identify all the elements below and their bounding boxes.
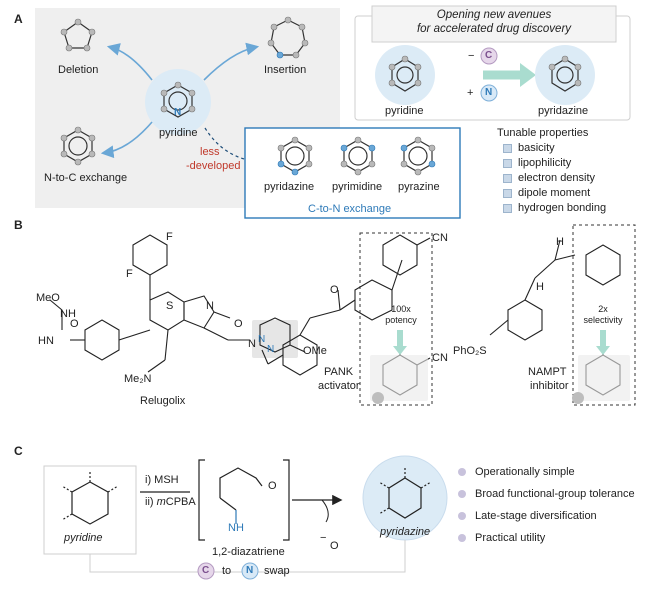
relugolix-s: S [166, 300, 174, 312]
label-pyrimidine-a: pyrimidine [332, 181, 383, 193]
hero-pyridazine-bubble [535, 45, 595, 105]
reagent-step-2: ii) mCPBA [145, 496, 196, 508]
panel-label-b: B [14, 218, 23, 232]
label-insertion: Insertion [264, 64, 307, 76]
nampt-h2: H [556, 236, 564, 248]
label-pyrazine-a: pyrazine [398, 181, 440, 193]
diazatriene-o: O [268, 480, 277, 492]
plus-n-circle [480, 84, 498, 102]
minus-c-circle [480, 47, 498, 65]
prop-dipole-moment: dipole moment [503, 187, 606, 202]
pank-o: O [330, 284, 339, 296]
relugolix-hn: HN [38, 335, 54, 347]
bracket-left [198, 459, 205, 541]
relugolix-pyridazine-highlight [252, 320, 298, 358]
benefits-list: Operationally simple Broad functional-gr… [458, 466, 635, 554]
relugolix-f1: F [166, 231, 173, 243]
prop-hydrogen-bonding: hydrogen bonding [503, 202, 606, 217]
relugolix-meo: MeO [36, 292, 60, 304]
hero-minus: − [468, 50, 475, 62]
relugolix-pyr-n1: N [258, 334, 266, 345]
label-nampt-2: inhibitor [530, 380, 569, 392]
pank-structure [261, 259, 403, 376]
label-pyridazine-c: pyridazine [380, 526, 431, 538]
hero-pyridine-bubble [375, 45, 435, 105]
label-deletion: Deletion [58, 64, 99, 76]
nampt-dashed-box [572, 224, 636, 406]
pank-dashed-box [359, 232, 433, 406]
swap-to: to [222, 565, 232, 577]
swap-word: swap [264, 565, 290, 577]
relugolix-n2: N [248, 338, 256, 350]
relugolix-me2n: Me₂N [124, 373, 152, 385]
label-pyridazine-a: pyridazine [264, 181, 315, 193]
relugolix-f2: F [126, 268, 133, 280]
hero-label-pyridine: pyridine [385, 105, 424, 117]
hero-plus: + [467, 87, 474, 99]
relugolix-n1: N [206, 300, 214, 312]
pyridine-c-ring [61, 472, 119, 525]
label-developed: -developed [186, 160, 241, 172]
formate-minus: − [320, 532, 327, 544]
arrow-n-to-c [100, 121, 153, 159]
hero-line-2: for accelerated drug discovery [416, 23, 572, 35]
swap-n: N [246, 565, 254, 576]
pyridine-bubble [145, 69, 211, 135]
pank-potency-1: 100x [391, 304, 411, 314]
benefit-3: Late-stage diversification [458, 510, 635, 532]
pyridine-atoms-center [160, 81, 196, 113]
label-nampt-1: NAMPT [528, 366, 567, 378]
label-c-to-n: C-to-N exchange [308, 203, 392, 215]
reagent-step-1: i) MSH [145, 474, 179, 486]
hero-n-atom: N [485, 87, 493, 98]
relugolix-o: O [70, 318, 79, 330]
panel-label-a: A [14, 12, 23, 26]
label-pank-1: PANK [324, 366, 354, 378]
nampt-h1: H [536, 281, 544, 293]
label-pyridine-c: pyridine [64, 532, 103, 544]
diazatriene-nh: NH [228, 522, 244, 534]
atom-n-center: N [174, 107, 182, 118]
relugolix-nh: NH [60, 308, 76, 320]
hero-label-pyridazine: pyridazine [538, 105, 589, 117]
nampt-pho2s: PhO₂S [453, 345, 487, 357]
prop-basicity: basicity [503, 142, 606, 157]
prop-lipophilicity: lipophilicity [503, 157, 606, 172]
benefit-2: Broad functional-group tolerance [458, 488, 635, 510]
relugolix-structure [49, 234, 250, 373]
pank-potency-2: potency [385, 315, 417, 325]
arrow-insertion [203, 42, 260, 81]
relugolix-ome: OMe [303, 345, 327, 357]
swap-c: C [202, 565, 210, 576]
tunable-list: basicity lipophilicity electron density … [503, 142, 606, 217]
arrow-deletion [106, 43, 153, 81]
hero-caption-box [371, 5, 617, 43]
formate-o: O [330, 540, 339, 552]
diazatriene-structure [219, 467, 263, 524]
nampt-structure [489, 239, 576, 341]
relugolix-pyr-n2: N [267, 344, 275, 355]
label-n-to-c: N-to-C exchange [44, 172, 128, 184]
prop-electron-density: electron density [503, 172, 606, 187]
benefit-1: Operationally simple [458, 466, 635, 488]
hero-line-1: Opening new avenues [436, 9, 552, 21]
benefit-4: Practical utility [458, 532, 635, 554]
relugolix-o2: O [234, 318, 243, 330]
label-diazatriene: 1,2-diazatriene [212, 546, 285, 558]
label-relugolix: Relugolix [140, 395, 186, 407]
label-less: less [200, 146, 220, 158]
tunable-title: Tunable properties [497, 127, 589, 139]
nampt-selectivity-1: 2x [598, 304, 608, 314]
pank-cn-bottom: CN [432, 352, 448, 364]
bracket-right [283, 459, 290, 541]
pank-cn-top: CN [432, 232, 448, 244]
hero-c-atom: C [485, 50, 493, 61]
label-pyridine-center: pyridine [159, 127, 198, 139]
panel-label-c: C [14, 444, 23, 458]
nampt-selectivity-2: selectivity [583, 315, 623, 325]
label-pank-2: activator [318, 380, 360, 392]
